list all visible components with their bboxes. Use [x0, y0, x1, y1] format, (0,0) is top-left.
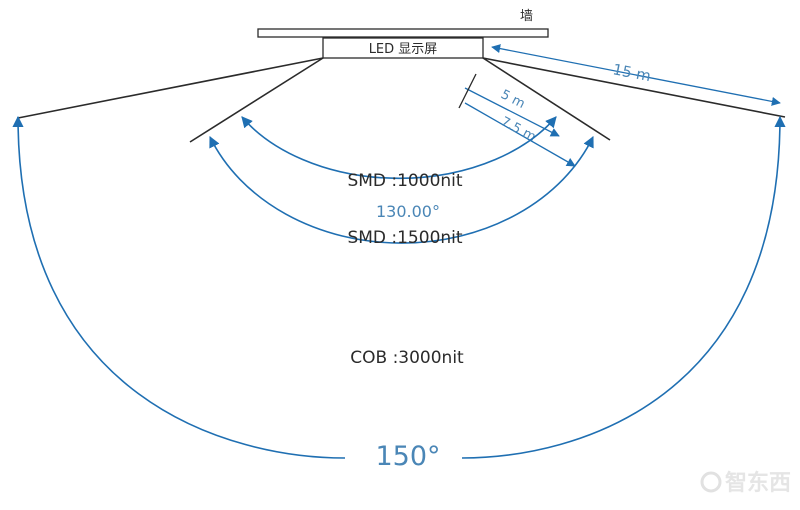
zone-label-smd-1500nit: SMD :1500nit [347, 228, 462, 248]
watermark-icon [700, 471, 722, 493]
dimension-7-5m-label: 7.5 m [498, 114, 538, 145]
wall-label: 墙 [520, 9, 533, 24]
screen-label: LED 显示屏 [369, 42, 438, 57]
wall [257, 28, 549, 38]
led-screen [322, 37, 484, 59]
angle-label-130: 130.00° [376, 202, 440, 221]
zone-label-cob-3000nit: COB :3000nit [350, 348, 464, 368]
arc-cob-3000nit [12, 115, 346, 459]
boundary-line-left-150 [17, 57, 324, 119]
dimension-7-5m [464, 102, 576, 167]
arc-smd-1500nit [209, 135, 594, 244]
watermark-logo: 智东西 [700, 470, 791, 496]
boundary-line-left-130 [189, 57, 324, 143]
dimension-15m [491, 44, 781, 106]
arc-cob-3000nit-right [461, 115, 786, 459]
angle-label-150: 150° [375, 441, 440, 472]
dimension-15m-label: 15 m [611, 60, 652, 85]
dimension-extension-tick [458, 73, 477, 109]
watermark-text: 智东西 [725, 470, 791, 496]
zone-label-smd-1000nit: SMD :1000nit [347, 171, 462, 191]
dimension-5m-label: 5 m [498, 87, 527, 112]
